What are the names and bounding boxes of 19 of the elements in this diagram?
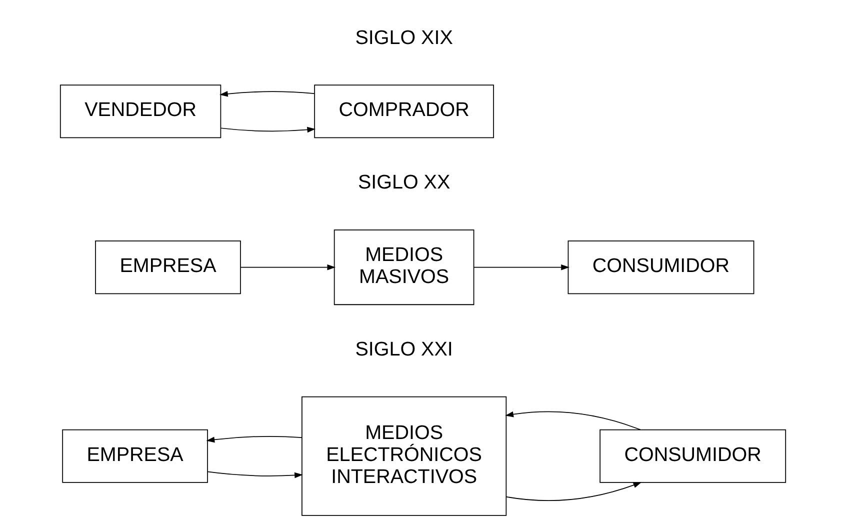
- node-box: VENDEDOR: [60, 84, 222, 138]
- arrow: [207, 471, 303, 478]
- label: SIGLO XXI: [355, 338, 453, 361]
- arrow: [206, 436, 302, 443]
- arrow: [473, 264, 570, 270]
- arrow: [240, 264, 336, 270]
- node-box: COMPRADOR: [314, 84, 494, 138]
- label: SIGLO XIX: [355, 26, 453, 49]
- node-box: CONSUMIDOR: [600, 429, 786, 483]
- arrow: [506, 482, 642, 502]
- arrow: [220, 90, 315, 97]
- arrow: [505, 411, 641, 430]
- label: SIGLO XX: [358, 172, 450, 194]
- arrow: [220, 126, 316, 133]
- node-box: EMPRESA: [95, 240, 241, 294]
- node-box: MEDIOS MASIVOS: [334, 230, 474, 306]
- node-box: CONSUMIDOR: [568, 240, 754, 294]
- node-box: MEDIOS ELECTRÓNICOS INTERACTIVOS: [302, 396, 507, 516]
- node-box: EMPRESA: [62, 429, 208, 483]
